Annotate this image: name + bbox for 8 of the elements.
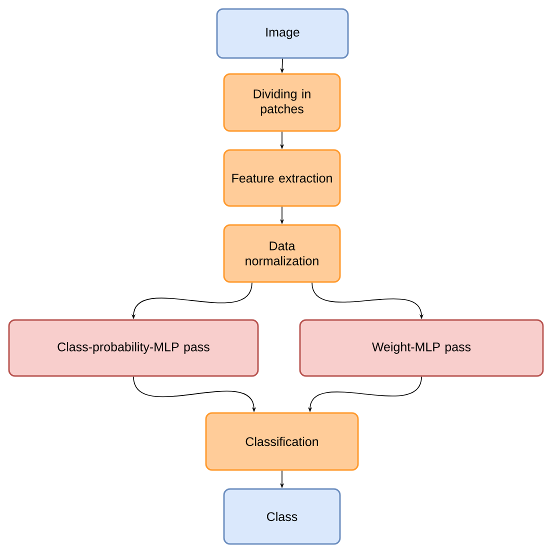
process-box: Weight-MLP pass [299,319,544,377]
input-box: Image [216,8,349,59]
process-box: Data normalization [223,224,341,283]
process-box: Feature extraction [223,149,341,207]
process-box: Dividing in patches [223,73,341,132]
process-box: Classification [205,412,359,471]
output-box: Class [223,488,341,545]
process-box: Class-probability-MLP pass [8,319,259,377]
